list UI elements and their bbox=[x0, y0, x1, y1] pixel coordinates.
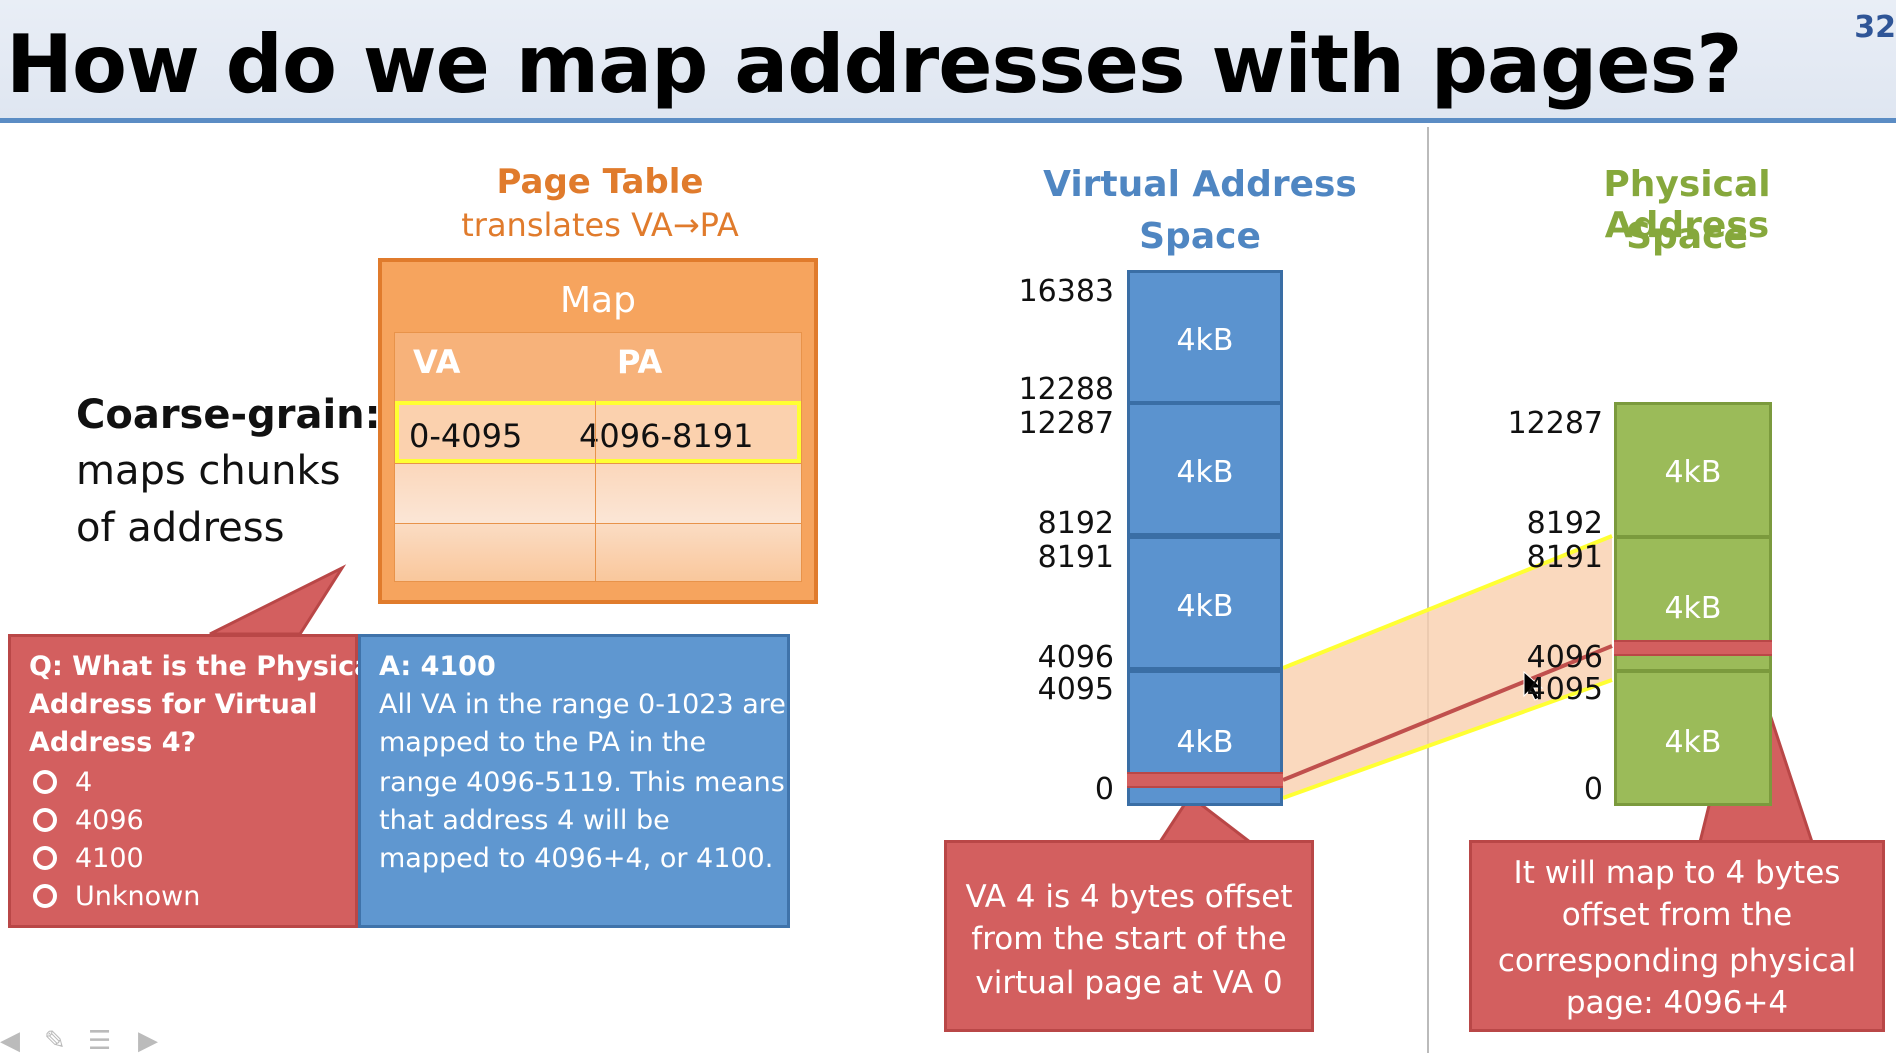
answer-line: All VA in the range 0-1023 are bbox=[379, 689, 786, 720]
option-unknown[interactable]: Unknown bbox=[33, 881, 200, 912]
previous-slide-icon[interactable]: ◀ bbox=[0, 1026, 20, 1056]
mapping-line-top bbox=[1282, 534, 1613, 670]
block-label: 4kB bbox=[1176, 323, 1234, 358]
callout-line: from the start of the bbox=[971, 921, 1287, 957]
coarse-grain-label: Coarse-grain: bbox=[76, 392, 381, 438]
pa-address: 12287 bbox=[1507, 406, 1603, 441]
block-label: 4kB bbox=[1664, 455, 1722, 490]
callout-line: virtual page at VA 0 bbox=[975, 965, 1283, 1001]
option-4096[interactable]: 4096 bbox=[33, 805, 144, 836]
pa-address: 8191 bbox=[1526, 540, 1603, 575]
menu-icon[interactable]: ☰ bbox=[88, 1026, 112, 1056]
va-address: 4095 bbox=[1037, 672, 1114, 707]
answer-line: range 4096-5119. This means bbox=[379, 767, 785, 798]
page-table-subtitle: translates VA→PA bbox=[461, 206, 739, 244]
pa-page-block: 4kB bbox=[1614, 402, 1772, 538]
answer-line: that address 4 will be bbox=[379, 805, 670, 836]
page-table-map: Map VA PA 0-4095 4096-8191 bbox=[378, 258, 818, 604]
answer-box: A: 4100 All VA in the range 0-1023 are m… bbox=[358, 634, 790, 928]
question-box: Q: What is the Physical Address for Virt… bbox=[8, 634, 382, 928]
section-divider bbox=[1427, 127, 1429, 1053]
answer-line: mapped to 4096+4, or 4100. bbox=[379, 843, 774, 874]
pa-callout: It will map to 4 bytes offset from the c… bbox=[1469, 840, 1885, 1032]
block-label: 4kB bbox=[1176, 589, 1234, 624]
va-address: 8192 bbox=[1037, 506, 1114, 541]
map-table: VA PA 0-4095 4096-8191 bbox=[394, 332, 802, 582]
option-label: 4100 bbox=[75, 843, 144, 874]
map-row-empty bbox=[395, 523, 801, 581]
va-address: 16383 bbox=[1018, 274, 1114, 309]
question-line: Q: What is the Physical bbox=[29, 651, 382, 682]
callout-line: page: 4096+4 bbox=[1565, 985, 1789, 1021]
option-4100[interactable]: 4100 bbox=[33, 843, 144, 874]
pa-address: 4096 bbox=[1526, 640, 1603, 675]
callout-line: It will map to 4 bytes bbox=[1513, 855, 1841, 891]
pa-space-title: Physical Address bbox=[1603, 164, 1771, 246]
answer-head: A: 4100 bbox=[379, 651, 496, 682]
presenter-toolbar: ◀ ✎ ☰ ▶ bbox=[0, 1024, 190, 1056]
page-table-title: Page Table bbox=[496, 162, 704, 202]
answer-line: mapped to the PA in the bbox=[379, 727, 707, 758]
map-column-separator bbox=[595, 401, 596, 581]
slide-title: How do we map addresses with pages? bbox=[6, 18, 1743, 111]
pa-address: 4095 bbox=[1526, 672, 1603, 707]
question-line: Address for Virtual bbox=[29, 689, 318, 720]
block-label: 4kB bbox=[1176, 725, 1234, 760]
map-row-empty bbox=[395, 463, 801, 523]
map-header-va: VA bbox=[413, 343, 461, 381]
pa-space-title: Space bbox=[1626, 216, 1748, 257]
mapping-band bbox=[1283, 536, 1612, 798]
block-label: 4kB bbox=[1664, 725, 1722, 760]
radio-icon[interactable] bbox=[33, 883, 57, 908]
mapping-line-bottom bbox=[1282, 678, 1613, 800]
va-page-block: 4kB bbox=[1127, 402, 1283, 536]
title-bar bbox=[0, 0, 1896, 123]
va-address: 8191 bbox=[1037, 540, 1114, 575]
map-header-pa: PA bbox=[617, 343, 663, 381]
va-address: 12288 bbox=[1018, 372, 1114, 407]
pa-address: 0 bbox=[1583, 772, 1603, 807]
va-page-block: 4kB bbox=[1127, 536, 1283, 670]
coarse-grain-line: of address bbox=[76, 505, 285, 551]
coarse-grain-line: maps chunks bbox=[76, 448, 341, 494]
radio-icon[interactable] bbox=[33, 769, 57, 794]
mapping-line-offset bbox=[1282, 644, 1613, 782]
va-space-title: Space bbox=[1139, 216, 1261, 257]
pa-page-block: 4kB bbox=[1614, 670, 1772, 806]
va-address: 12287 bbox=[1018, 406, 1114, 441]
pen-icon[interactable]: ✎ bbox=[44, 1026, 66, 1056]
radio-icon[interactable] bbox=[33, 845, 57, 870]
va-offset-strip bbox=[1127, 772, 1283, 788]
callout-line: corresponding physical bbox=[1497, 943, 1857, 979]
map-title: Map bbox=[560, 280, 636, 321]
va-callout: VA 4 is 4 bytes offset from the start of… bbox=[944, 840, 1314, 1032]
cursor-icon bbox=[1523, 670, 1544, 701]
question-pointer bbox=[209, 564, 347, 636]
question-line: Address 4? bbox=[29, 727, 197, 758]
va-space-title: Virtual Address bbox=[1043, 164, 1357, 205]
pa-offset-strip bbox=[1614, 640, 1772, 656]
block-label: 4kB bbox=[1664, 591, 1722, 626]
map-row-highlighted: 0-4095 4096-8191 bbox=[395, 401, 801, 463]
slide-number: 32 bbox=[1854, 10, 1896, 45]
va-address: 4096 bbox=[1037, 640, 1114, 675]
callout-line: offset from the bbox=[1561, 897, 1793, 933]
va-page-block: 4kB bbox=[1127, 270, 1283, 404]
block-label: 4kB bbox=[1176, 455, 1234, 490]
va-address: 0 bbox=[1094, 772, 1114, 807]
option-label: 4096 bbox=[75, 805, 144, 836]
map-cell-pa: 4096-8191 bbox=[579, 417, 754, 455]
map-cell-va: 0-4095 bbox=[409, 417, 523, 455]
pa-address: 8192 bbox=[1526, 506, 1603, 541]
option-label: Unknown bbox=[75, 881, 201, 912]
option-label: 4 bbox=[75, 767, 93, 798]
callout-line: VA 4 is 4 bytes offset bbox=[965, 879, 1293, 915]
option-4[interactable]: 4 bbox=[33, 767, 92, 798]
next-slide-icon[interactable]: ▶ bbox=[138, 1026, 158, 1056]
radio-icon[interactable] bbox=[33, 807, 57, 832]
